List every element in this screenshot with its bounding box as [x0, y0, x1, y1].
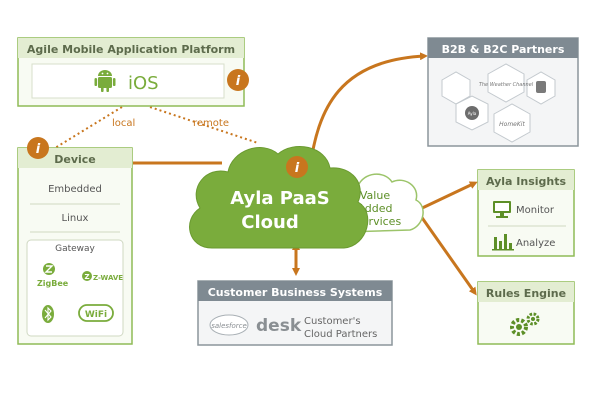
local-connector: [54, 106, 123, 149]
ayla-insights-panel: Ayla Insights Monitor Analyze: [477, 169, 575, 257]
ios-label: iOS: [128, 73, 159, 94]
connectors: [54, 52, 478, 296]
svg-text:i: i: [36, 142, 41, 157]
cloud-title-line2: Cloud: [241, 212, 298, 233]
zwave-label: Z-WAVE: [93, 274, 123, 282]
mobile-platform-title: Agile Mobile Application Platform: [27, 43, 235, 56]
b2b-partners-panel: B2B & B2C Partners Ayla The Weather Chan…: [427, 37, 579, 147]
svg-text:i: i: [236, 74, 241, 89]
remote-label: remote: [193, 118, 229, 129]
business-partners-line1: Customer's: [304, 316, 361, 327]
partner-logo-app: [536, 81, 546, 93]
gears-icon: [510, 312, 540, 336]
local-label: local: [112, 118, 135, 129]
value-added-line1: Value: [360, 189, 390, 202]
svg-text:salesforce: salesforce: [211, 322, 247, 330]
partner-hexagons: [441, 63, 556, 143]
services-insights-arrow: [417, 181, 478, 212]
remote-connector: [149, 106, 259, 144]
rules-engine-panel: Rules Engine: [477, 281, 575, 345]
business-partners-line2: Cloud Partners: [304, 329, 377, 340]
wifi-label: WiFi: [85, 310, 107, 320]
analyze-icon: [492, 234, 514, 251]
customer-business-panel: Customer Business Systems salesforce des…: [197, 280, 393, 346]
insights-title: Ayla Insights: [486, 175, 567, 188]
svg-text:i: i: [295, 161, 300, 176]
info-icon[interactable]: i: [227, 69, 249, 91]
salesforce-logo: salesforce: [209, 314, 249, 336]
desk-logo: desk: [256, 316, 302, 336]
svg-text:Z: Z: [84, 273, 89, 281]
partner-logo-weather-channel: The Weather Channel: [479, 82, 534, 88]
android-icon: [94, 70, 116, 92]
cloud-b2b-arrow: [306, 52, 428, 173]
zigbee-label: ZigBee: [37, 279, 69, 288]
cloud-title-line1: Ayla PaaS: [230, 188, 330, 209]
business-title: Customer Business Systems: [208, 286, 383, 299]
zwave-icon: Z: [82, 271, 92, 281]
wifi-icon: [78, 304, 114, 322]
insights-item-analyze: Analyze: [516, 238, 555, 249]
mobile-platform-panel: Agile Mobile Application Platform iOS i: [17, 37, 249, 107]
device-info-icon[interactable]: i: [27, 137, 49, 159]
rules-title: Rules Engine: [486, 287, 566, 300]
services-rules-arrow: [416, 211, 477, 296]
b2b-title: B2B & B2C Partners: [442, 43, 565, 56]
gateway-title: Gateway: [55, 244, 95, 254]
device-panel: Device Embedded Linux Gateway ZigBee Z Z…: [17, 137, 133, 345]
monitor-icon: [493, 201, 511, 218]
device-item-linux: Linux: [62, 213, 89, 224]
partner-logo-homekit: HomeKit: [499, 121, 525, 128]
device-item-embedded: Embedded: [48, 184, 102, 195]
svg-text:Ayla: Ayla: [468, 111, 477, 116]
insights-item-monitor: Monitor: [516, 205, 555, 216]
device-title: Device: [54, 153, 96, 166]
cloud-info-icon[interactable]: i: [286, 156, 308, 178]
bluetooth-icon: [42, 305, 54, 323]
ayla-paas-cloud: Ayla PaaS Cloud i: [189, 146, 369, 249]
zigbee-icon: [43, 263, 55, 275]
partner-logo-ayla: Ayla: [465, 106, 479, 120]
